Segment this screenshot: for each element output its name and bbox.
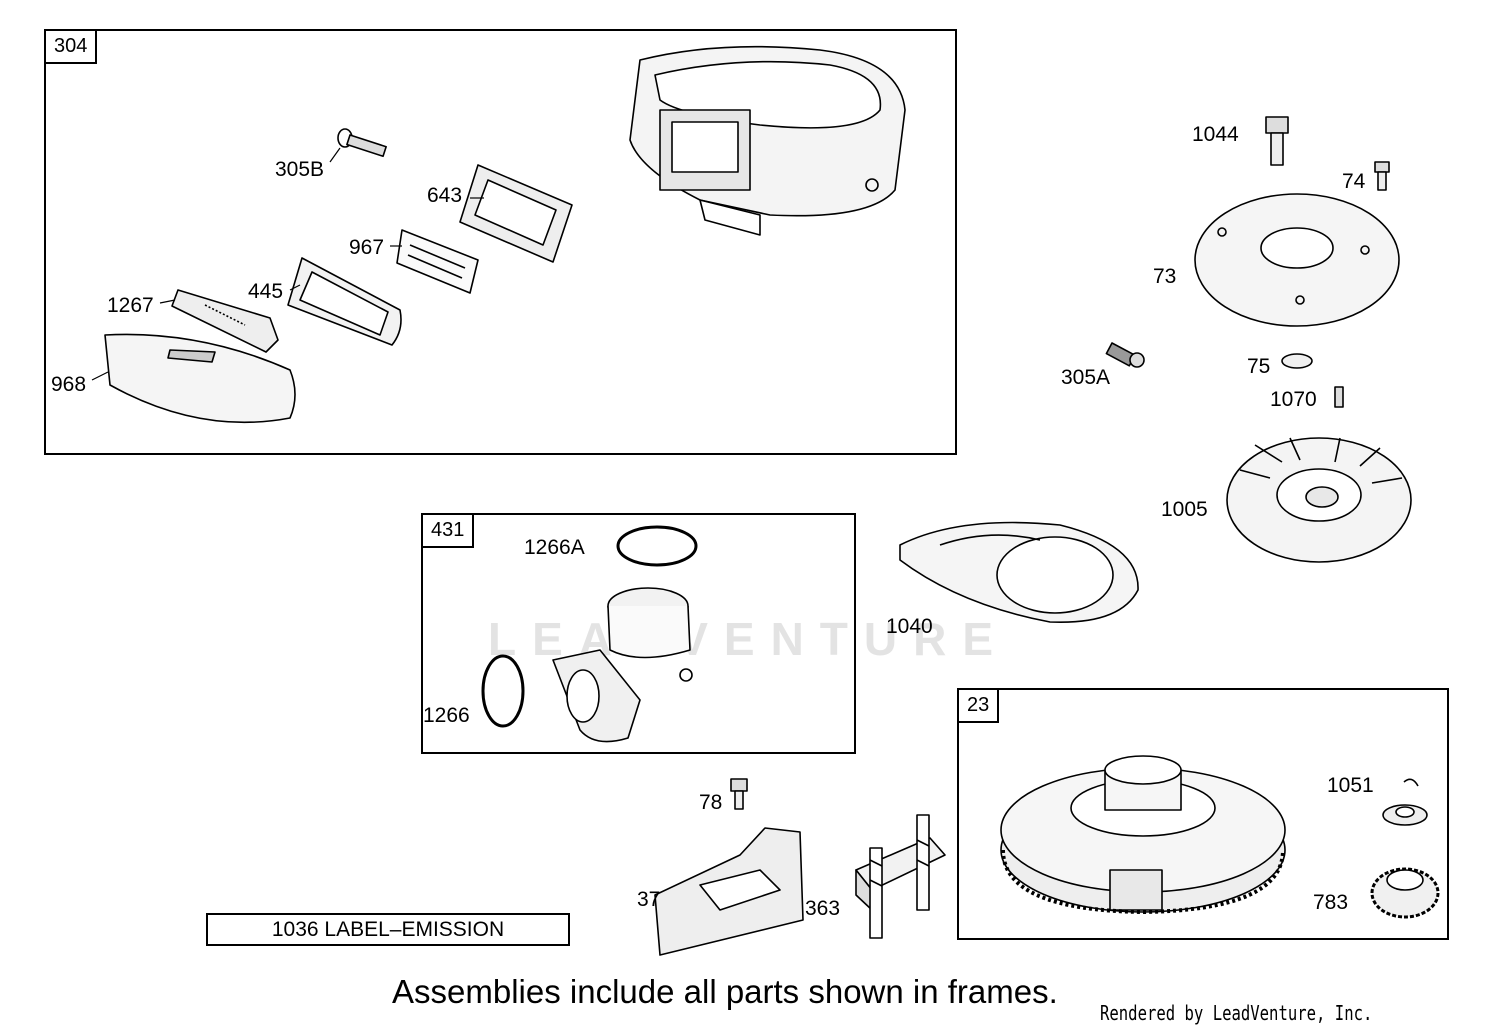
bracket-363-part [855, 814, 946, 939]
assemblies-note: Assemblies include all parts shown in fr… [392, 973, 1058, 1010]
callout-967: 967 [349, 236, 385, 259]
callout-1005: 1005 [1161, 498, 1208, 521]
callout-75: 75 [1247, 355, 1271, 378]
frame-number-304: 304 [46, 31, 98, 64]
callout-1070: 1070 [1270, 388, 1317, 411]
render-credit: Rendered by LeadVenture, Inc. [1100, 1001, 1373, 1025]
washer-75-part [1281, 353, 1313, 369]
screw-305a-part [1105, 342, 1145, 368]
intake-elbow-part [552, 587, 693, 743]
fan-1005-part [1226, 437, 1412, 563]
callout-37: 37 [637, 888, 661, 911]
callout-78: 78 [699, 791, 723, 814]
washer-1051-part [1382, 804, 1428, 826]
callout-73: 73 [1153, 265, 1177, 288]
callout-968: 968 [51, 373, 87, 396]
callout-783: 783 [1313, 891, 1349, 914]
callout-1040: 1040 [886, 615, 933, 638]
assembly-frame-431: 431 [421, 513, 856, 754]
callout-643: 643 [427, 184, 463, 207]
callout-1267: 1267 [107, 294, 154, 317]
screw-305b-part [337, 128, 387, 158]
callout-445: 445 [248, 280, 284, 303]
blower-housing-part [629, 45, 906, 236]
bolt-78-part [730, 778, 748, 810]
gasket-1266-part [481, 654, 525, 728]
callout-74: 74 [1342, 170, 1366, 193]
gear-783-part [1370, 867, 1440, 919]
callout-363: 363 [805, 897, 841, 920]
bracket-643-part [459, 164, 573, 263]
frame-number-431: 431 [423, 515, 475, 548]
callout-1044: 1044 [1192, 123, 1239, 146]
callout-305b: 305B [275, 158, 325, 181]
callout-1266a: 1266A [524, 536, 585, 559]
gasket-1266a-part [616, 525, 698, 567]
shield-37-part [654, 827, 804, 956]
callout-1266: 1266 [423, 704, 470, 727]
callout-1051: 1051 [1327, 774, 1374, 797]
assembly-frame-23: 23 [957, 688, 1449, 940]
frame-number-23: 23 [959, 690, 1000, 723]
bolt-1044-part [1265, 116, 1289, 166]
panel-445-part [287, 257, 402, 346]
clip-1051-part [1403, 778, 1419, 787]
decal-967-part [396, 229, 479, 294]
grille-1267-part [171, 289, 279, 353]
flywheel-part [1000, 755, 1286, 914]
screw-1070-part [1334, 386, 1344, 408]
baffle-1040-part [899, 521, 1139, 624]
bolt-74-part [1374, 161, 1390, 191]
leader-lines [91, 147, 484, 381]
emission-label-box: 1036 LABEL–EMISSION [206, 913, 570, 946]
callout-305a: 305A [1061, 366, 1111, 389]
screen-73-part [1194, 193, 1400, 327]
assembly-frame-304: 304 [44, 29, 957, 455]
cover-968-part [104, 333, 296, 424]
